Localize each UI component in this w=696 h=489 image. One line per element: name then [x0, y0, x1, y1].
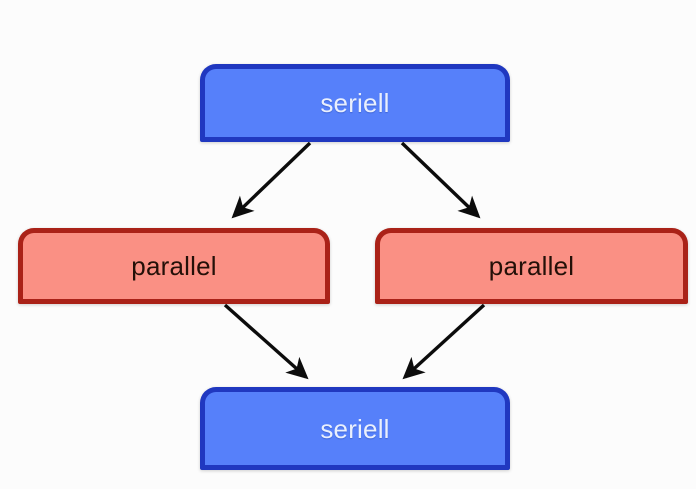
node-serial-bottom[interactable]: seriell — [200, 387, 510, 470]
node-parallel-left[interactable]: parallel — [18, 228, 330, 304]
node-serial-bottom-label: seriell — [320, 413, 390, 444]
edge-join-right — [402, 303, 486, 380]
node-parallel-right[interactable]: parallel — [375, 228, 688, 304]
edge-split-right — [400, 141, 481, 219]
node-serial-top[interactable]: seriell — [200, 64, 510, 142]
edge-join-left — [223, 303, 309, 380]
node-parallel-left-label: parallel — [131, 251, 217, 281]
edge-split-left — [231, 141, 312, 219]
node-parallel-right-label: parallel — [488, 251, 575, 281]
node-serial-top-label: seriell — [320, 88, 390, 118]
